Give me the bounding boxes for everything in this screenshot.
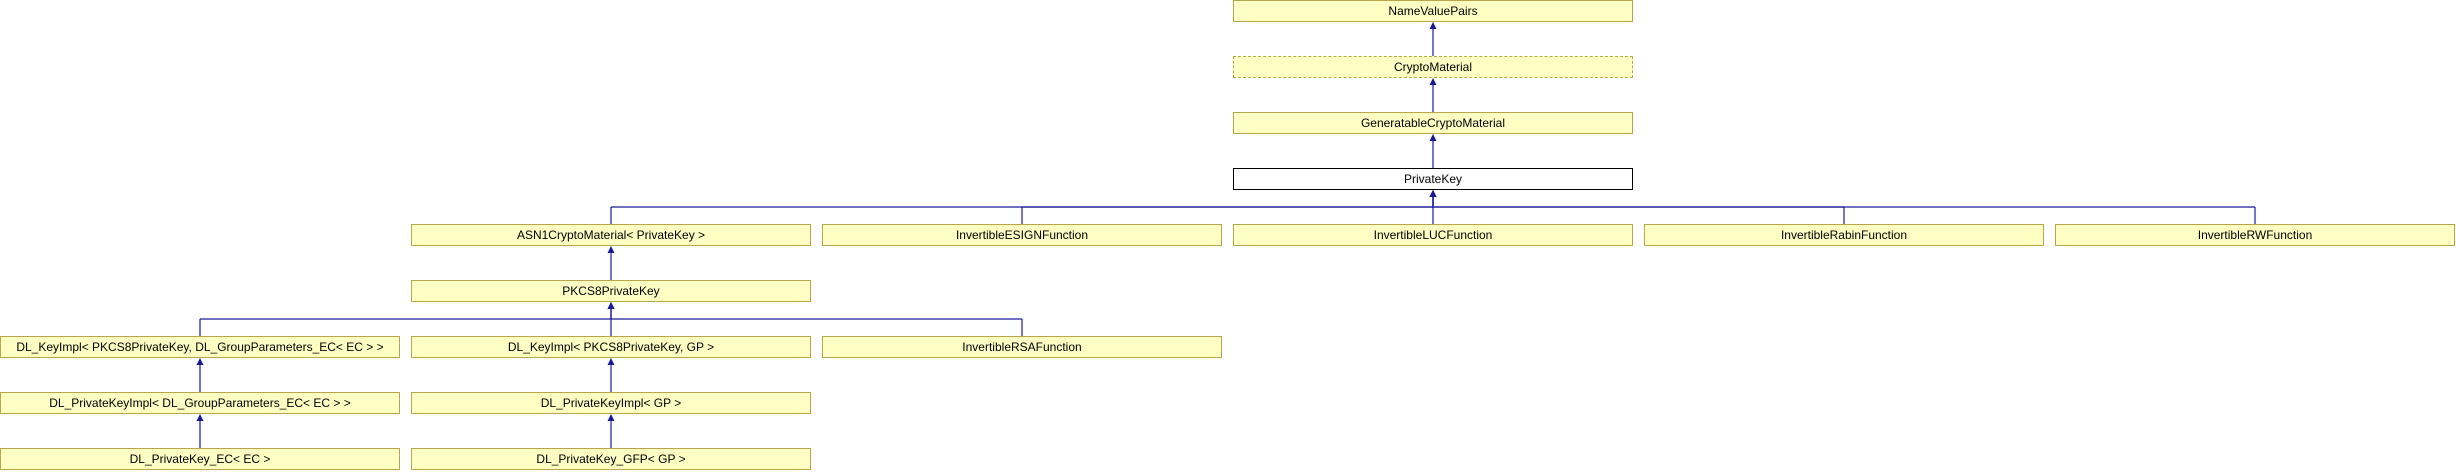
edge-private_key-to-generatable_crypto_material-arrowhead xyxy=(1429,134,1437,141)
node-invertible-luc-function[interactable]: InvertibleLUCFunction xyxy=(1233,224,1633,246)
node-generatable-crypto-material[interactable]: GeneratableCryptoMaterial xyxy=(1233,112,1633,134)
edge-generatable_crypto_material-to-crypto_material-arrowhead xyxy=(1429,78,1437,85)
edge-dl_private_key_gfp-to-dl_private_key_impl_gp-arrowhead xyxy=(607,414,615,421)
node-dl-private-key-gfp[interactable]: DL_PrivateKey_GFP< GP > xyxy=(411,448,811,470)
node-invertible-rabin-function[interactable]: InvertibleRabinFunction xyxy=(1644,224,2044,246)
node-private-key: PrivateKey xyxy=(1233,168,1633,190)
node-invertible-esign-function[interactable]: InvertibleESIGNFunction xyxy=(822,224,1222,246)
node-dl-private-key-ec[interactable]: DL_PrivateKey_EC< EC > xyxy=(0,448,400,470)
edge-invertible_rw_function-to-private_key-arrowhead xyxy=(1429,190,1437,197)
edge-invertible_rsa_function-to-pkcs8_private_key-arrowhead xyxy=(607,302,615,309)
edge-dl_private_key_impl_ec-to-dl_key_impl_ec-arrowhead xyxy=(196,358,204,365)
node-dl-key-impl-gp[interactable]: DL_KeyImpl< PKCS8PrivateKey, GP > xyxy=(411,336,811,358)
node-dl-private-key-impl-gp[interactable]: DL_PrivateKeyImpl< GP > xyxy=(411,392,811,414)
edge-crypto_material-to-name_value_pairs-arrowhead xyxy=(1429,22,1437,29)
node-pkcs8-private-key[interactable]: PKCS8PrivateKey xyxy=(411,280,811,302)
node-dl-private-key-impl-ec[interactable]: DL_PrivateKeyImpl< DL_GroupParameters_EC… xyxy=(0,392,400,414)
edge-dl_private_key_impl_gp-to-dl_key_impl_gp-arrowhead xyxy=(607,358,615,365)
node-dl-key-impl-ec[interactable]: DL_KeyImpl< PKCS8PrivateKey, DL_GroupPar… xyxy=(0,336,400,358)
node-invertible-rsa-function[interactable]: InvertibleRSAFunction xyxy=(822,336,1222,358)
edge-pkcs8_private_key-to-asn1_crypto_material-arrowhead xyxy=(607,246,615,253)
node-crypto-material[interactable]: CryptoMaterial xyxy=(1233,56,1633,78)
node-name-value-pairs[interactable]: NameValuePairs xyxy=(1233,0,1633,22)
node-invertible-rw-function[interactable]: InvertibleRWFunction xyxy=(2055,224,2455,246)
edge-dl_private_key_ec-to-dl_private_key_impl_ec-arrowhead xyxy=(196,414,204,421)
node-asn1-crypto-material[interactable]: ASN1CryptoMaterial< PrivateKey > xyxy=(411,224,811,246)
